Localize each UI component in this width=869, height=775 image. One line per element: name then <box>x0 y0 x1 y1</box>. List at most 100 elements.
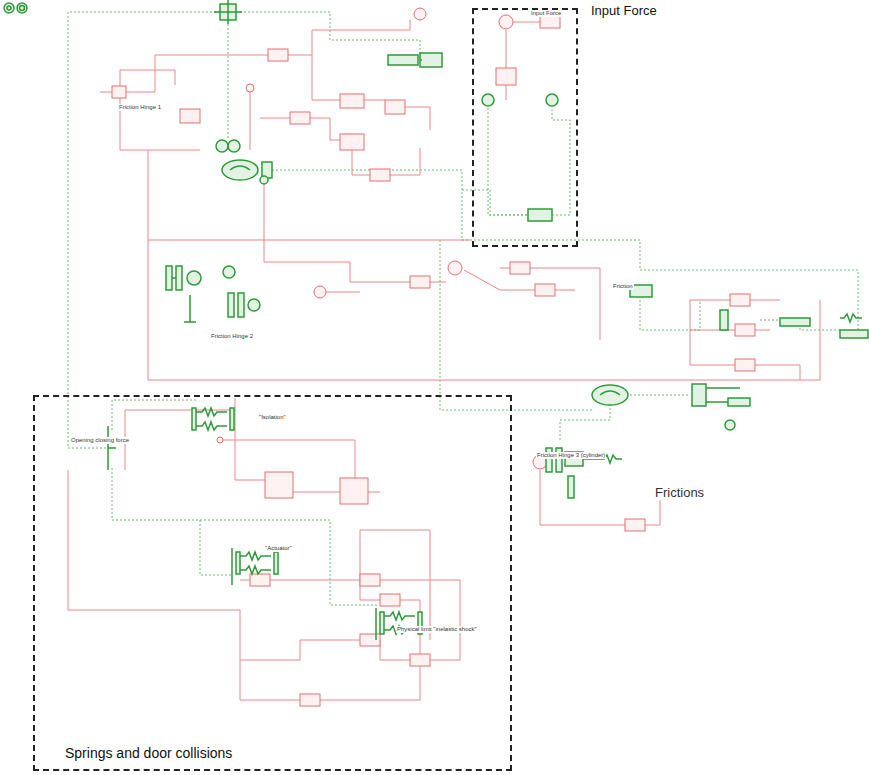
schematic-part <box>548 108 570 215</box>
schematic-part <box>755 365 800 380</box>
schematic-part <box>528 209 552 221</box>
schematic-part <box>260 176 268 184</box>
schematic-part <box>405 107 430 130</box>
schematic-part <box>568 476 574 498</box>
schematic-part <box>640 300 700 330</box>
schematic-part <box>340 134 364 150</box>
schematic-part <box>264 178 410 282</box>
schematic-part <box>390 148 420 175</box>
schematic-part <box>499 15 513 29</box>
schematic-part <box>166 266 172 290</box>
schematic-part <box>274 552 278 574</box>
schematic-part <box>236 552 240 574</box>
region-heading: Springs and door collisions <box>65 746 232 761</box>
schematic-part <box>248 299 260 311</box>
schematic-part <box>250 574 270 586</box>
schematic-part <box>625 519 645 531</box>
schematic-part <box>410 276 430 288</box>
schematic-part <box>236 12 420 60</box>
springs-region: Springs and door collisions <box>33 395 512 771</box>
schematic-part <box>735 359 755 371</box>
schematic-part <box>240 640 360 660</box>
schematic-part <box>482 94 494 106</box>
schematic-part <box>500 268 510 269</box>
schematic-part <box>200 520 378 605</box>
schematic-part <box>506 30 507 68</box>
schematic-part <box>196 408 227 430</box>
schematic-part <box>148 240 470 241</box>
schematic-part <box>272 170 858 330</box>
schematic-part <box>217 437 223 443</box>
schematic-part <box>268 49 288 61</box>
schematic-part <box>320 600 420 700</box>
schematic-part <box>180 109 200 123</box>
schematic-part <box>228 140 240 152</box>
schematic-part <box>250 92 251 150</box>
schematic-part <box>340 94 364 108</box>
signal-wires <box>68 20 820 700</box>
mechanical-components <box>108 0 868 498</box>
schematic-part <box>592 385 628 405</box>
schematic-part <box>270 580 360 581</box>
schematic-part <box>20 6 25 11</box>
schematic-part <box>385 100 405 114</box>
schematic-part <box>360 634 380 646</box>
component-label: Opening closing force <box>70 437 130 444</box>
schematic-part <box>370 169 390 181</box>
component-label: Friction Hinge 3 (cylinder) <box>536 452 606 459</box>
function-blocks <box>112 8 755 706</box>
schematic-part <box>240 552 271 574</box>
schematic-part <box>17 3 27 13</box>
schematic-part <box>100 92 112 93</box>
schematic-part <box>735 324 755 336</box>
schematic-part <box>728 398 750 406</box>
mechanical-wires <box>68 12 858 605</box>
schematic-part <box>7 6 11 10</box>
schematic-part <box>448 261 462 275</box>
schematic-part <box>238 293 244 317</box>
schematic-part <box>755 330 770 331</box>
schematic-part <box>380 594 400 606</box>
schematic-part <box>4 3 14 13</box>
schematic-part <box>126 55 268 92</box>
input-force-region: Input Force <box>472 8 578 247</box>
schematic-part <box>108 426 116 470</box>
schematic-part <box>496 68 516 85</box>
schematic-part <box>380 580 460 660</box>
schematic-part <box>214 0 242 24</box>
schematic-part <box>222 160 258 180</box>
schematic-part <box>540 16 560 28</box>
spring-symbols <box>192 60 862 640</box>
schematic-part <box>546 94 558 106</box>
schematic-part <box>690 300 735 365</box>
schematic-part <box>368 492 380 493</box>
schematic-part <box>510 262 530 274</box>
schematic-part <box>388 55 418 65</box>
schematic-part <box>246 84 254 92</box>
schematic-part <box>300 694 320 706</box>
schematic-part <box>430 282 446 283</box>
schematic-part <box>690 300 730 301</box>
schematic-part <box>380 612 384 634</box>
block-caption: Input Force <box>530 10 562 17</box>
schematic-part <box>290 112 310 124</box>
schematic-part <box>228 293 234 317</box>
schematic-part <box>230 166 250 170</box>
schematic-part <box>725 420 735 430</box>
schematic-part <box>288 20 410 55</box>
schematic-part <box>555 290 575 291</box>
schematic-part <box>840 314 862 322</box>
schematic-part <box>314 286 326 298</box>
schematic-part <box>414 8 426 20</box>
schematic-part <box>187 271 201 285</box>
schematic-part <box>352 148 370 175</box>
schematic-part <box>420 53 442 67</box>
schematic-part <box>560 405 610 440</box>
schematic-part <box>223 266 235 278</box>
schematic-part <box>840 330 868 338</box>
schematic-part <box>506 85 507 100</box>
component-label: "Actuator" <box>264 545 293 552</box>
